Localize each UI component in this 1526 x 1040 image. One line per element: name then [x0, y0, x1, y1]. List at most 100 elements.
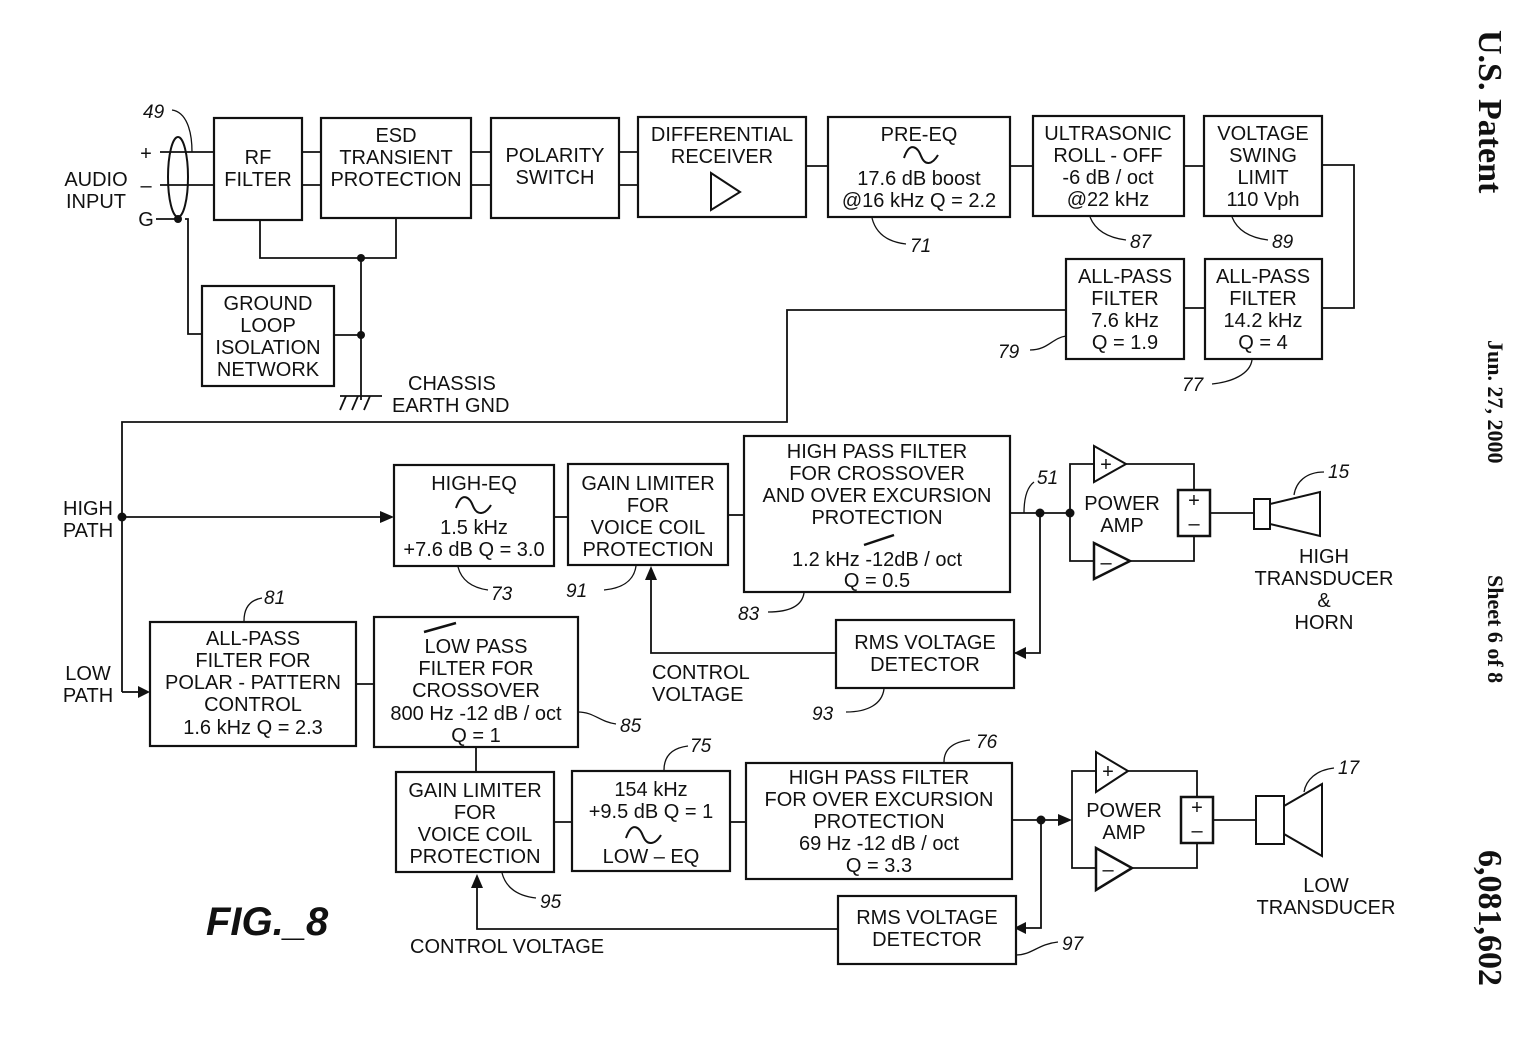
- ref-71: 71: [910, 236, 931, 257]
- leader-85: [577, 711, 617, 725]
- pre-eq-text: 17.6 dB boost: [857, 168, 981, 190]
- ref-73: 73: [491, 584, 513, 605]
- gain-limiter-text: GAIN LIMITER: [408, 780, 541, 802]
- wire-rf-ground: [259, 220, 361, 259]
- block-low-eq: 154 kHz +9.5 dB Q = 1 LOW – EQ: [570, 769, 732, 873]
- ref-89: 89: [1272, 232, 1294, 253]
- leader-49: [171, 109, 193, 153]
- woofer-speaker-icon: [1255, 782, 1323, 858]
- arrow-icon: [645, 566, 657, 580]
- amp-minus-label: –: [1100, 552, 1112, 574]
- junction-dot: [174, 215, 182, 223]
- high-transducer-label: HIGH: [1299, 546, 1349, 568]
- amplifier-icon: [710, 171, 742, 212]
- shielded-cable-icon: [167, 136, 189, 218]
- leader-95: [501, 872, 537, 899]
- leader-17: [1303, 767, 1335, 793]
- low-path-label: LOW: [65, 663, 111, 685]
- power-amp-low: + – POWER AMP + –: [1071, 750, 1215, 893]
- control-voltage-label: VOLTAGE: [652, 684, 744, 706]
- ref-15: 15: [1328, 462, 1350, 483]
- ref-49: 49: [143, 102, 165, 123]
- lpf-text: 800 Hz -12 dB / oct: [390, 703, 562, 725]
- block-lowpass-crossover: LOW PASS FILTER FOR CROSSOVER 800 Hz -12…: [372, 615, 580, 749]
- lpf-text: LOW PASS: [425, 636, 528, 658]
- allpass-text: ALL-PASS: [1078, 266, 1172, 288]
- block-rms-detector-high: RMS VOLTAGE DETECTOR: [834, 618, 1016, 690]
- block-polarity-switch: POLARITY SWITCH: [489, 116, 621, 220]
- hpf-low-text: 69 Hz -12 dB / oct: [799, 833, 960, 855]
- junction-dot: [357, 254, 365, 262]
- rms-text: DETECTOR: [870, 654, 980, 676]
- diff-receiver-text: DIFFERENTIAL: [651, 124, 793, 146]
- wire-main-feed: [121, 309, 1066, 692]
- control-voltage-label: CONTROL: [652, 662, 750, 684]
- high-path-label: HIGH: [63, 498, 113, 520]
- amp-minus-label: –: [1102, 859, 1114, 881]
- block-esd-protection: ESD TRANSIENT PROTECTION: [319, 116, 473, 220]
- lpf-text: Q = 1: [451, 725, 500, 747]
- ref-85: 85: [620, 716, 642, 737]
- high-eq-text: HIGH-EQ: [431, 473, 517, 495]
- high-transducer-label: TRANSDUCER: [1255, 568, 1394, 590]
- esd-text: ESD: [375, 125, 416, 147]
- arrow-icon: [1014, 922, 1026, 934]
- amplifier-plus-icon: [1093, 444, 1129, 484]
- amp-plus-label: +: [1100, 454, 1112, 476]
- hpf-text: Q = 0.5: [844, 570, 910, 592]
- leader-89: [1231, 216, 1269, 241]
- block-ultrasonic-rolloff: ULTRASONIC ROLL - OFF -6 dB / oct @22 kH…: [1031, 114, 1186, 218]
- amplifier-minus-icon: [1094, 845, 1135, 893]
- power-amp-label: AMP: [1102, 822, 1145, 844]
- sine-wave-icon: [455, 496, 492, 514]
- ref-51: 51: [1037, 468, 1058, 489]
- allpass-polar-text: ALL-PASS: [206, 628, 300, 650]
- block-pre-eq: PRE-EQ 17.6 dB boost @16 kHz Q = 2.2: [826, 115, 1012, 219]
- allpass-text: Q = 1.9: [1092, 332, 1158, 354]
- polarity-text: SWITCH: [516, 167, 595, 189]
- hpf-low-text: HIGH PASS FILTER: [789, 767, 969, 789]
- publication-date: Jun. 27, 2000: [1483, 340, 1508, 464]
- ultrasonic-text: @22 kHz: [1067, 189, 1150, 211]
- low-eq-text: LOW – EQ: [603, 846, 700, 868]
- allpass-text: 7.6 kHz: [1091, 310, 1159, 332]
- block-diagram: AUDIO INPUT + – G 49 RF FILTER ESD TRANS…: [63, 102, 1395, 966]
- block-rms-detector-low: RMS VOLTAGE DETECTOR: [836, 894, 1018, 966]
- sine-wave-icon: [625, 826, 662, 844]
- terminal-minus: –: [1191, 820, 1203, 842]
- sheet-number: Sheet 6 of 8: [1483, 575, 1508, 684]
- gain-limiter-text: PROTECTION: [409, 846, 540, 868]
- high-transducer-label: &: [1317, 590, 1331, 612]
- leader-93: [845, 688, 885, 713]
- hpf-text: 1.2 kHz -12dB / oct: [792, 549, 963, 571]
- high-eq-text: 1.5 kHz: [440, 517, 508, 539]
- leader-97: [1015, 941, 1059, 956]
- ground-loop-text: ISOLATION: [215, 337, 320, 359]
- allpass-text: Q = 4: [1238, 332, 1287, 354]
- ultrasonic-text: ULTRASONIC: [1044, 123, 1171, 145]
- ground-loop-text: NETWORK: [217, 359, 320, 381]
- block-differential-receiver: DIFFERENTIAL RECEIVER: [636, 115, 808, 219]
- arrow-icon: [1058, 814, 1072, 826]
- rf-filter-text: FILTER: [224, 169, 291, 191]
- power-amp-label: AMP: [1100, 515, 1143, 537]
- allpass-polar-text: 1.6 kHz Q = 2.3: [183, 717, 323, 739]
- polarity-text: POLARITY: [506, 145, 605, 167]
- leader-76: [943, 739, 971, 763]
- gain-limiter-text: FOR: [627, 495, 669, 517]
- hpf-text: HIGH PASS FILTER: [787, 441, 967, 463]
- ref-97: 97: [1062, 934, 1085, 955]
- voltage-swing-text: LIMIT: [1237, 167, 1288, 189]
- ref-95: 95: [540, 892, 562, 913]
- low-eq-text: +9.5 dB Q = 1: [589, 801, 714, 823]
- ultrasonic-text: ROLL - OFF: [1053, 145, 1162, 167]
- horn-speaker-icon: [1253, 490, 1321, 538]
- allpass-text: FILTER: [1091, 288, 1158, 310]
- allpass-polar-text: FILTER FOR: [195, 650, 310, 672]
- hpf-text: FOR CROSSOVER: [789, 463, 965, 485]
- arrow-icon: [471, 874, 483, 888]
- allpass-text: ALL-PASS: [1216, 266, 1310, 288]
- lpf-text: CROSSOVER: [412, 680, 540, 702]
- esd-text: TRANSIENT: [339, 147, 452, 169]
- ref-17: 17: [1338, 758, 1361, 779]
